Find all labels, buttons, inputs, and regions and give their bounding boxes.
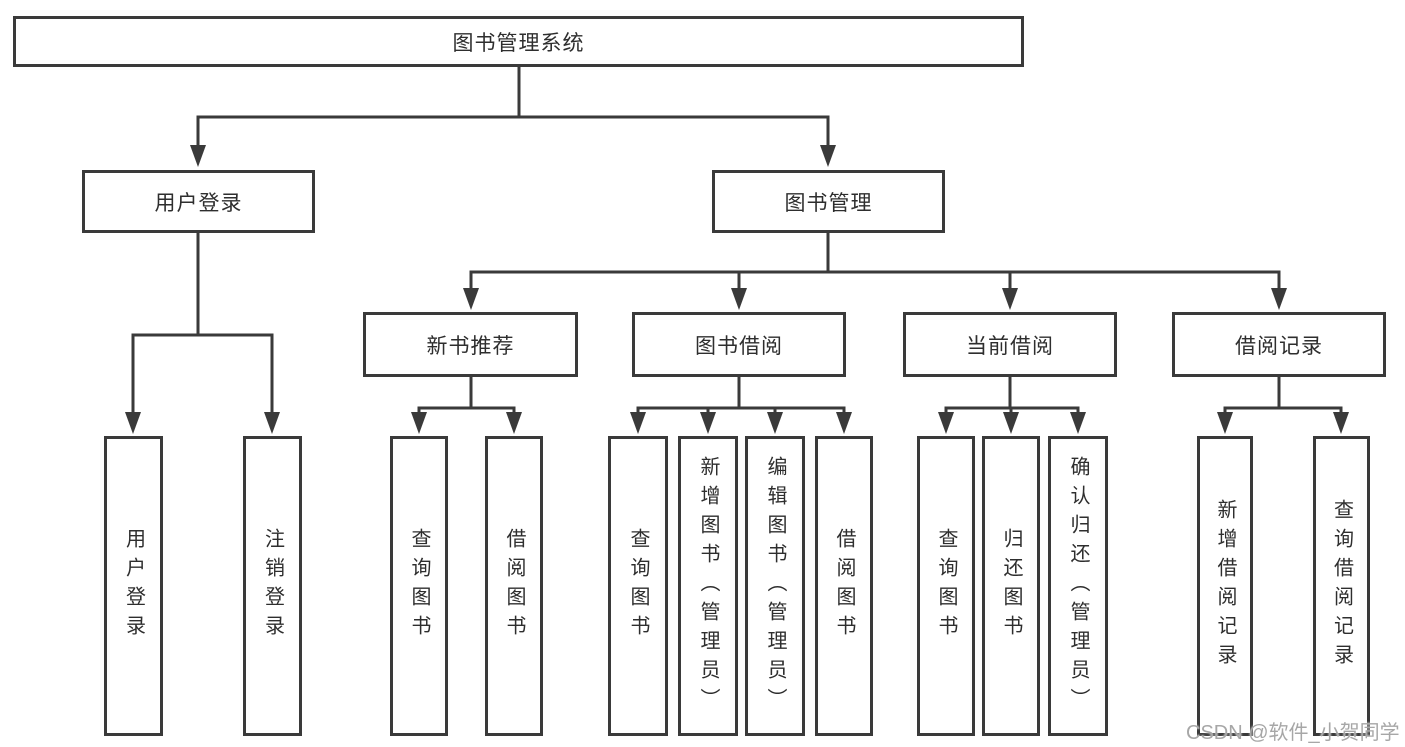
leaf-label: 查询图书 bbox=[935, 528, 957, 644]
leaf-label: 查询图书 bbox=[408, 528, 430, 644]
node-label: 借阅记录 bbox=[1235, 334, 1323, 358]
node-label: 图书管理 bbox=[784, 191, 873, 215]
leaf-label: 编辑图书（管理员） bbox=[764, 455, 786, 717]
leaf-label: 确认归还（管理员） bbox=[1067, 455, 1089, 717]
leaf-query-books-current: 查询图书 bbox=[917, 436, 975, 736]
node-label: 图书借阅 bbox=[695, 334, 783, 358]
leaf-add-books-admin: 新增图书（管理员） bbox=[678, 436, 738, 736]
leaf-confirm-return-admin: 确认归还（管理员） bbox=[1048, 436, 1108, 736]
node-user-login: 用户登录 bbox=[82, 170, 315, 233]
csdn-watermark: CSDN @软件_小贺同学 bbox=[1186, 722, 1400, 744]
node-new-book-recommendation: 新书推荐 bbox=[363, 312, 578, 377]
node-book-management: 图书管理 bbox=[712, 170, 945, 233]
node-book-borrowing: 图书借阅 bbox=[632, 312, 846, 377]
leaf-add-borrow-record: 新增借阅记录 bbox=[1197, 436, 1253, 736]
leaf-label: 注销登录 bbox=[261, 528, 284, 644]
leaf-query-borrow-record: 查询借阅记录 bbox=[1313, 436, 1370, 736]
leaf-label: 借阅图书 bbox=[503, 528, 525, 644]
leaf-label: 查询图书 bbox=[627, 528, 649, 644]
leaf-edit-books-admin: 编辑图书（管理员） bbox=[745, 436, 805, 736]
leaf-logout: 注销登录 bbox=[243, 436, 302, 736]
node-borrowing-records: 借阅记录 bbox=[1172, 312, 1386, 377]
leaf-borrow-books: 借阅图书 bbox=[815, 436, 873, 736]
leaf-query-books-recommend: 查询图书 bbox=[390, 436, 448, 736]
leaf-label: 归还图书 bbox=[1000, 528, 1022, 644]
leaf-borrow-books-recommend: 借阅图书 bbox=[485, 436, 543, 736]
leaf-user-login: 用户登录 bbox=[104, 436, 163, 736]
node-label: 当前借阅 bbox=[966, 334, 1054, 358]
leaf-query-books-borrow: 查询图书 bbox=[608, 436, 668, 736]
node-label: 新书推荐 bbox=[426, 334, 515, 358]
leaf-label: 查询借阅记录 bbox=[1330, 499, 1353, 673]
node-current-borrowing: 当前借阅 bbox=[903, 312, 1117, 377]
leaf-label: 用户登录 bbox=[122, 528, 145, 644]
leaf-return-books: 归还图书 bbox=[982, 436, 1040, 736]
node-library-management-system: 图书管理系统 bbox=[13, 16, 1024, 67]
leaf-label: 新增借阅记录 bbox=[1214, 499, 1236, 673]
node-label: 用户登录 bbox=[154, 191, 243, 215]
node-label: 图书管理系统 bbox=[452, 31, 585, 55]
leaf-label: 新增图书（管理员） bbox=[697, 455, 719, 717]
leaf-label: 借阅图书 bbox=[833, 528, 855, 644]
